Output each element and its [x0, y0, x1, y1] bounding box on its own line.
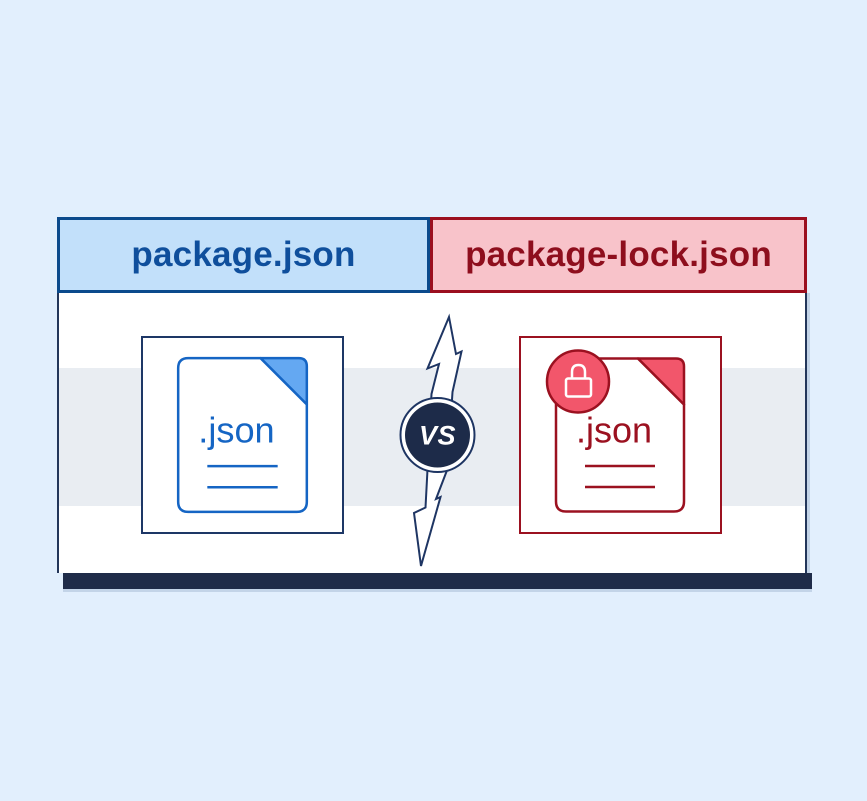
lightning-bolt-icon: VS — [399, 313, 476, 567]
document-icon: .json — [176, 356, 309, 514]
page-fold-corner-icon — [636, 357, 686, 406]
package-lock-json-header: package-lock.json — [430, 217, 807, 293]
package-json-header: package.json — [57, 217, 430, 293]
package-lock-json-title: package-lock.json — [465, 235, 772, 274]
package-lock-json-file-frame: .json — [519, 336, 722, 534]
vs-label: VS — [419, 421, 456, 451]
card-shadow — [63, 573, 812, 589]
lock-icon — [564, 363, 593, 398]
json-extension-label: .json — [198, 410, 274, 451]
json-extension-label: .json — [576, 410, 652, 451]
package-json-title: package.json — [131, 235, 356, 274]
package-json-file-frame: .json — [141, 336, 344, 534]
locked-json-file-icon: .json — [545, 349, 686, 513]
page-fold-corner-icon — [259, 356, 309, 406]
json-file-icon: .json — [176, 356, 309, 514]
vs-badge: VS — [399, 397, 476, 473]
lock-badge — [545, 349, 611, 414]
versus-divider: VS — [395, 310, 485, 575]
